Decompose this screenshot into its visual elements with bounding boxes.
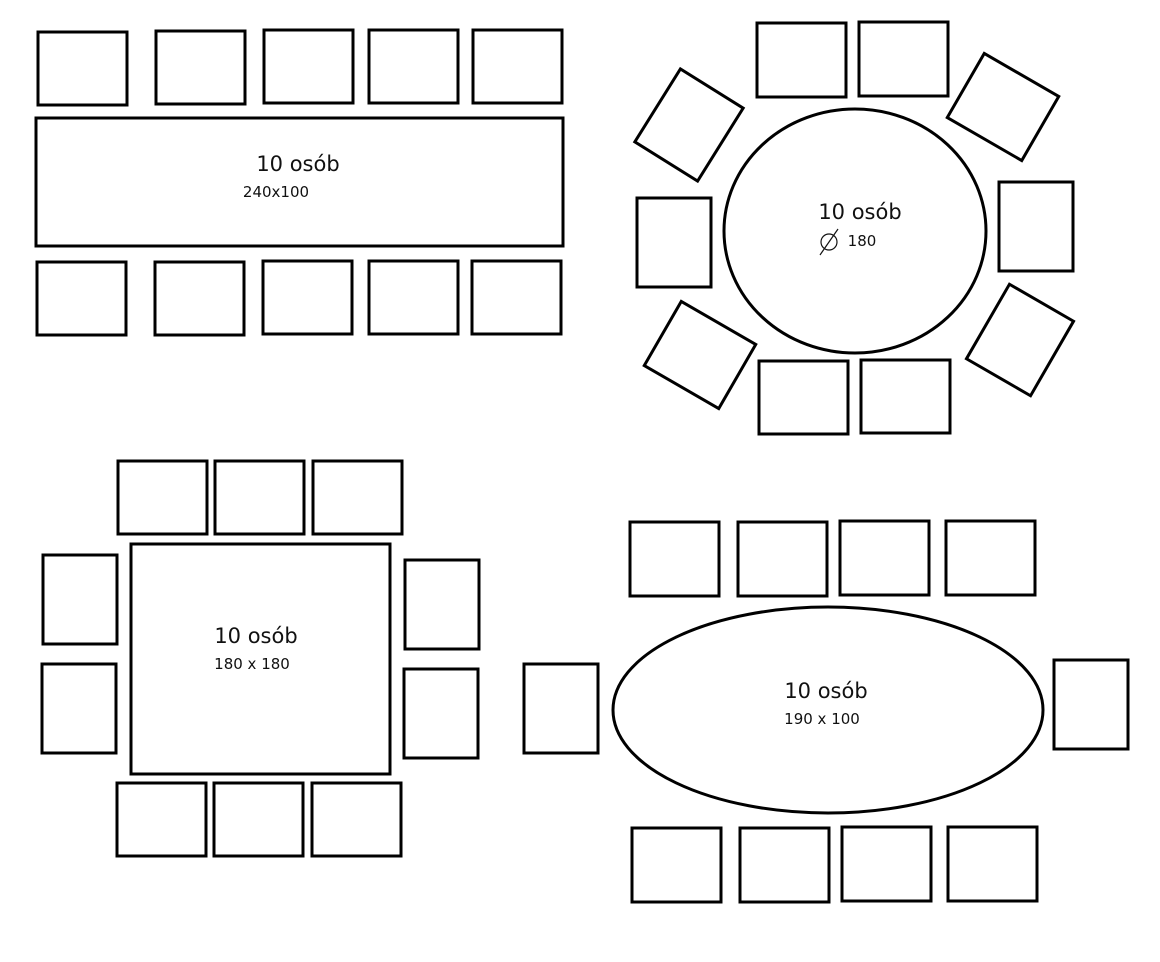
chair — [944, 519, 1037, 597]
guest-count-label: 10 osób — [784, 679, 867, 703]
rectangular-table — [34, 116, 565, 248]
chair — [311, 459, 404, 536]
chair — [35, 260, 128, 337]
chair — [997, 180, 1075, 273]
chair — [945, 51, 1061, 163]
chair — [632, 66, 746, 184]
diameter-icon — [819, 228, 839, 256]
chair — [310, 781, 403, 858]
chair — [471, 28, 564, 105]
chair — [154, 29, 247, 106]
chair — [738, 826, 831, 904]
chair — [262, 28, 355, 105]
chair — [522, 662, 600, 755]
chair — [642, 299, 758, 411]
guest-count-label: 10 osób — [818, 200, 901, 224]
chair — [755, 21, 848, 99]
table-size-label: 180 — [848, 232, 877, 250]
round-table — [722, 107, 988, 355]
chair — [212, 781, 305, 858]
chair — [840, 825, 933, 903]
chair — [470, 259, 563, 336]
guest-count-label: 10 osób — [256, 152, 339, 176]
layout-rectangular-table: 10 osób 240x100 — [34, 28, 565, 337]
chair — [403, 558, 481, 651]
chair — [964, 282, 1076, 398]
chair — [213, 459, 306, 536]
chair — [757, 359, 850, 436]
guest-count-label: 10 osób — [214, 624, 297, 648]
chair — [40, 662, 118, 755]
chair — [1052, 658, 1130, 751]
table-size-label: 180 x 180 — [214, 655, 290, 673]
oval-table — [611, 605, 1045, 815]
chair — [946, 825, 1039, 903]
chair — [41, 553, 119, 646]
layout-square-table: 10 osób 180 x 180 — [40, 459, 481, 858]
chair — [630, 826, 723, 904]
layout-round-table: 10 osób 180 — [632, 20, 1076, 436]
table-size-label: 240x100 — [243, 183, 309, 201]
chair — [736, 520, 829, 598]
chair — [36, 30, 129, 107]
chair — [367, 259, 460, 336]
chair — [838, 519, 931, 597]
chair — [261, 259, 354, 336]
chair — [153, 260, 246, 337]
chair — [115, 781, 208, 858]
layout-oval-table: 10 osób 190 x 100 — [522, 519, 1130, 904]
chair — [116, 459, 209, 536]
chair — [628, 520, 721, 598]
chair — [635, 196, 713, 289]
chair — [367, 28, 460, 105]
chair — [859, 358, 952, 435]
chair — [857, 20, 950, 98]
square-table — [129, 542, 392, 776]
table-size-label: 190 x 100 — [784, 710, 860, 728]
chair — [402, 667, 480, 760]
